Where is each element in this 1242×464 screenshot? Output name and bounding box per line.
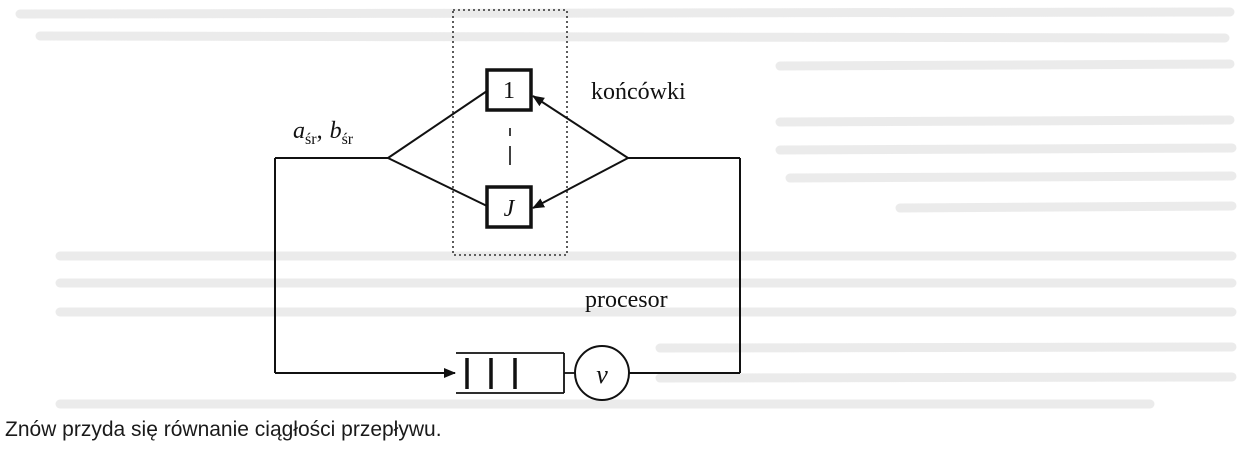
processor-circle bbox=[574, 345, 630, 401]
avg-symbol-a: a bbox=[293, 118, 305, 144]
terminals-label: końcówki bbox=[591, 79, 686, 105]
terminal-1-label: 1 bbox=[503, 78, 515, 104]
arrow-to-terminal-1 bbox=[532, 95, 629, 159]
terminals-group-box bbox=[452, 9, 568, 256]
caption-text: Znów przyda się równanie ciągłości przep… bbox=[5, 418, 442, 441]
avg-separator: , bbox=[317, 118, 323, 144]
avg-subscript-a: śr bbox=[305, 131, 317, 148]
avg-subscript-b: śr bbox=[342, 131, 354, 148]
average-parameters-label: aśr,bśr bbox=[293, 118, 354, 148]
fork-branch-to-terminal-1 bbox=[387, 90, 488, 159]
processor-label: procesor bbox=[585, 287, 668, 313]
terminal-j-box bbox=[485, 185, 533, 229]
terminal-j-label: J bbox=[504, 196, 516, 222]
processor-speed-label: v bbox=[596, 360, 608, 389]
avg-symbol-b: b bbox=[330, 118, 342, 144]
arrow-to-terminal-j bbox=[532, 157, 629, 209]
fork-branch-to-terminal-j bbox=[387, 157, 488, 207]
terminal-1-box bbox=[485, 68, 533, 112]
